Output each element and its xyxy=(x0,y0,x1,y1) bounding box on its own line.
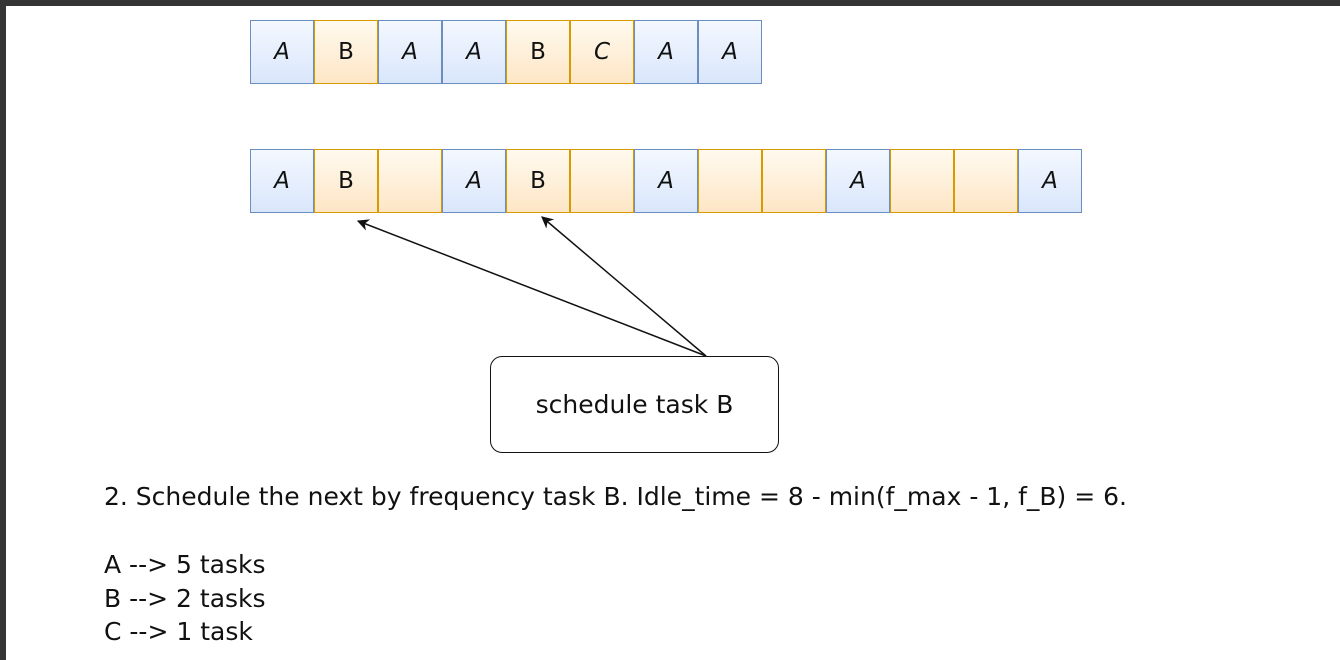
count-b: B --> 2 tasks xyxy=(104,584,266,613)
row1-cell-4: A xyxy=(442,20,506,84)
count-c: C --> 1 task xyxy=(104,617,253,646)
row1-cell-2: B xyxy=(314,20,378,84)
row1-cell-1: A xyxy=(250,20,314,84)
step-description: 2. Schedule the next by frequency task B… xyxy=(104,482,1127,511)
row1-cell-8: A xyxy=(698,20,762,84)
arrow-to-second-b xyxy=(541,216,707,357)
arrow-to-first-b xyxy=(356,219,707,357)
arrows xyxy=(356,216,707,357)
row2-cell-11 xyxy=(890,149,954,213)
row1-cell-3: A xyxy=(378,20,442,84)
row2-cell-3 xyxy=(378,149,442,213)
row2-cell-5: B xyxy=(506,149,570,213)
row2-cell-1: A xyxy=(250,149,314,213)
row2-cell-13: A xyxy=(1018,149,1082,213)
row2-cell-2: B xyxy=(314,149,378,213)
row1-cell-5: B xyxy=(506,20,570,84)
row2-cell-12 xyxy=(954,149,1018,213)
callout-schedule-task-b: schedule task B xyxy=(490,356,779,453)
count-a: A --> 5 tasks xyxy=(104,550,266,579)
row2-cell-9 xyxy=(762,149,826,213)
row1-cell-6: C xyxy=(570,20,634,84)
row2-cell-4: A xyxy=(442,149,506,213)
row1-cell-7: A xyxy=(634,20,698,84)
row2-cell-7: A xyxy=(634,149,698,213)
row2-cell-8 xyxy=(698,149,762,213)
row2-cell-10: A xyxy=(826,149,890,213)
row2-cell-6 xyxy=(570,149,634,213)
